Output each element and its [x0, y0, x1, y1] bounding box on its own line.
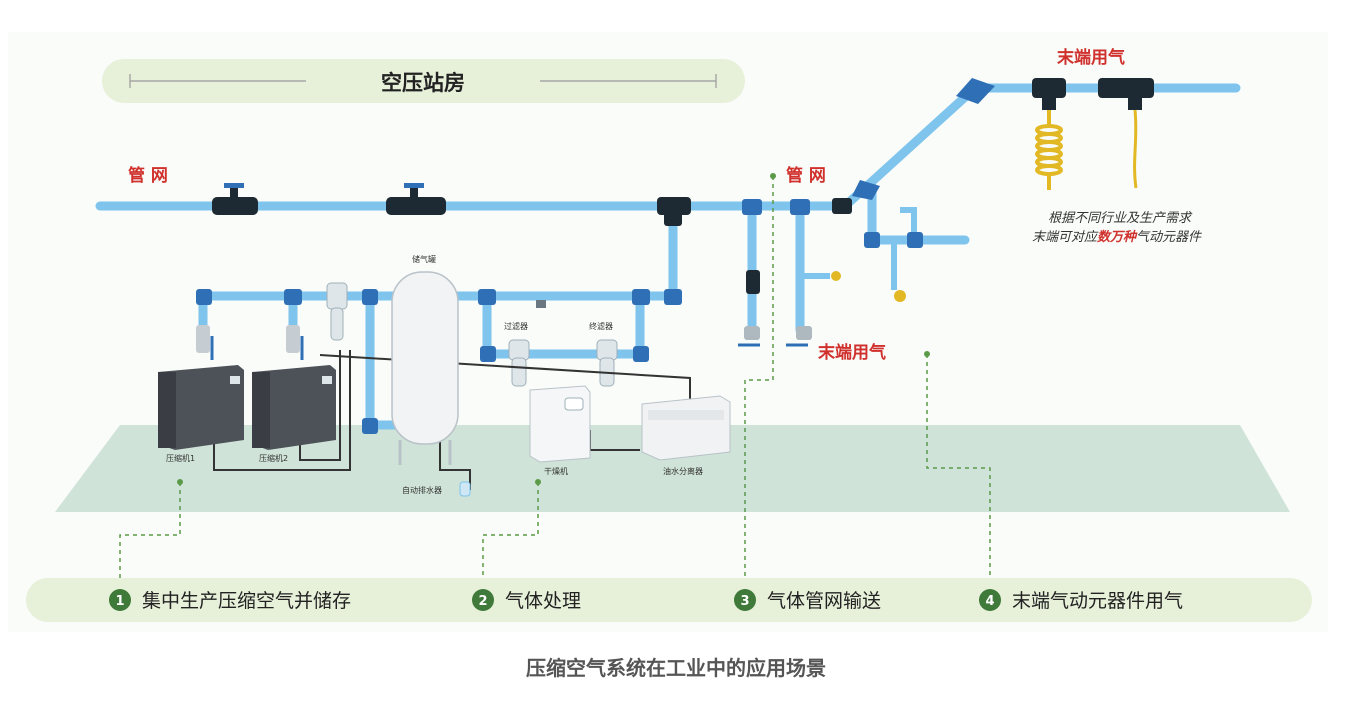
note-line-2-end: 气动元器件: [1136, 230, 1202, 245]
pipe-network-label-right: 管 网: [786, 165, 826, 186]
coiled-air-hose: [1035, 110, 1063, 190]
step-1-number: 1: [115, 594, 124, 609]
tank-label: 储气罐: [412, 254, 436, 264]
step-1-badge: [109, 589, 131, 611]
filter1-label: 过滤器: [504, 321, 528, 331]
pipe-fittings: [196, 78, 995, 434]
note-line-2: 末端可对应数万种气动元器件: [1032, 229, 1202, 245]
note-line-2-start: 末端可对应: [1032, 229, 1099, 245]
step-4-badge: [979, 589, 1001, 611]
step-3-badge: [734, 589, 756, 611]
step-2: 2 气体处理: [472, 589, 581, 612]
step-4: 4 末端气动元器件用气: [979, 589, 1183, 612]
compressor-1-unit: [158, 325, 244, 450]
leader-lines: [119, 176, 991, 585]
note-line-1: 根据不同行业及生产需求: [1048, 211, 1193, 226]
straight-air-hose: [1133, 109, 1138, 189]
title-banner: [102, 59, 745, 103]
separator-unit: [641, 395, 731, 461]
header-filter: [326, 282, 348, 341]
step-4-label: 末端气动元器件用气: [1012, 590, 1183, 612]
figure-caption: 压缩空气系统在工业中的应用场景: [526, 656, 826, 680]
end-use-tees: [1032, 78, 1154, 110]
step-3: 3 气体管网输送: [734, 589, 881, 612]
dryer-unit: [529, 385, 591, 463]
title-banner-text: 空压站房: [381, 71, 465, 95]
steps-bar: [26, 578, 1312, 622]
step-3-label: 气体管网输送: [767, 590, 881, 612]
leader-dots: [177, 173, 930, 485]
step-2-badge: [472, 589, 494, 611]
compressor1-label: 压缩机1: [166, 453, 195, 463]
compressor2-label: 压缩机2: [259, 453, 288, 463]
air-tank: [391, 271, 471, 497]
dryer-label: 干燥机: [544, 466, 568, 476]
diagram-background: [8, 32, 1328, 632]
header-valves: [212, 183, 852, 226]
note-line-2-highlight: 数万种: [1097, 229, 1138, 245]
separator-label: 油水分离器: [663, 466, 703, 476]
pipe-network-label-left: 管 网: [128, 165, 168, 186]
end-use-label-mid: 末端用气: [818, 342, 886, 363]
floor: [55, 425, 1290, 512]
step-2-number: 2: [478, 594, 487, 609]
drain-label: 自动排水器: [402, 485, 442, 495]
filter2-label: 终滤器: [589, 321, 613, 331]
step-4-number: 4: [985, 594, 994, 609]
drop-outlets: [738, 207, 917, 347]
filter-units: [508, 300, 618, 387]
step-1: 1 集中生产压缩空气并储存: [109, 589, 351, 612]
step-1-label: 集中生产压缩空气并储存: [142, 590, 351, 612]
end-use-label-top: 末端用气: [1057, 47, 1125, 68]
compressor-2-unit: [252, 325, 336, 450]
step-2-label: 气体处理: [505, 590, 581, 612]
step-3-number: 3: [740, 594, 749, 609]
